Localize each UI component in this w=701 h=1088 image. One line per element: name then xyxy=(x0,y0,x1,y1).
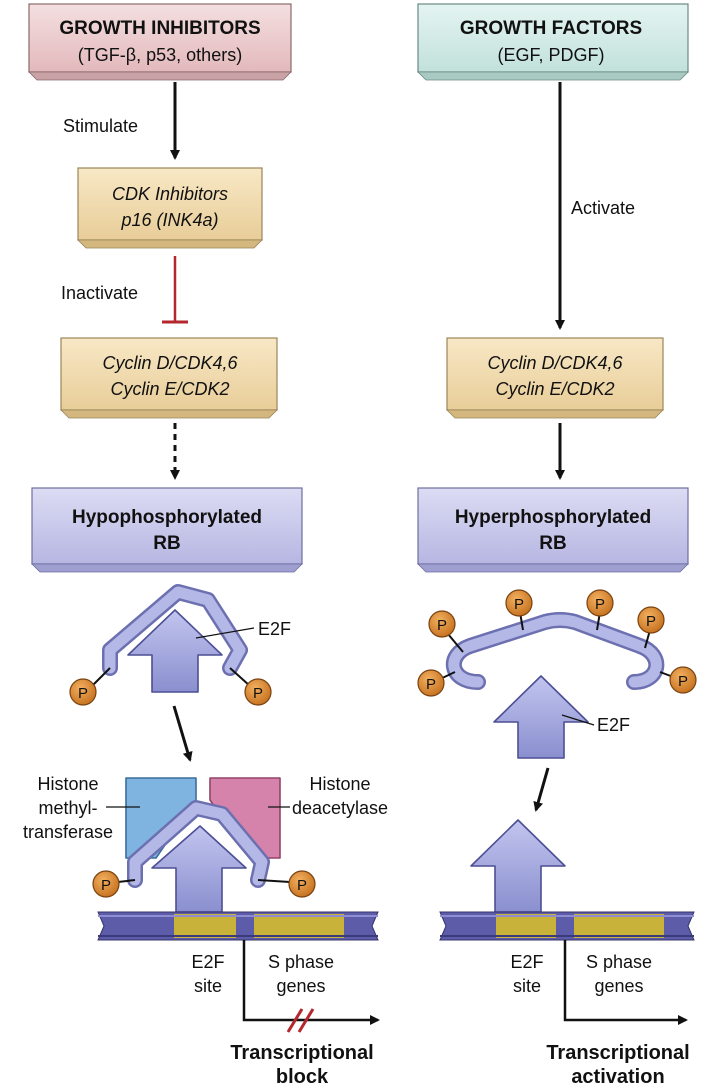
histone-methyl-line1: Histone xyxy=(37,774,98,794)
e2f-label-left: E2F xyxy=(258,619,291,639)
inactivate-label: Inactivate xyxy=(61,283,138,303)
left-cyclin-box: Cyclin D/CDK4,6 Cyclin E/CDK2 xyxy=(60,337,278,419)
activate-label: Activate xyxy=(571,198,635,218)
phosphate-icon xyxy=(92,870,120,898)
transcriptional-activation-line1: Transcriptional xyxy=(546,1042,689,1064)
right-cyclin-line2: Cyclin E/CDK2 xyxy=(495,379,614,399)
e2f-label-right: E2F xyxy=(597,715,630,735)
growth-factors-title: GROWTH FACTORS xyxy=(460,18,642,39)
dna-strand-left xyxy=(97,911,379,941)
svg-text:P: P xyxy=(78,685,88,702)
dna-strand-right xyxy=(439,911,695,941)
phosphate-icon xyxy=(288,870,316,898)
right-s-phase-line2: genes xyxy=(594,976,643,996)
phosphate-icon xyxy=(417,669,445,697)
phosphate-icon xyxy=(428,610,456,638)
e2f-protein-free xyxy=(493,675,589,759)
hypophosphorylated-rb-line1: Hypophosphorylated xyxy=(72,507,262,528)
left-cyclin-line2: Cyclin E/CDK2 xyxy=(110,379,229,399)
phosphate-icon xyxy=(244,678,272,706)
rb-e2f-complex-left: P P E2F xyxy=(69,584,291,706)
right-e2f-site-line2: site xyxy=(513,976,541,996)
svg-text:P: P xyxy=(437,617,447,634)
cdk-inhibitors-line1: CDK Inhibitors xyxy=(112,184,228,204)
e2f-protein-left xyxy=(127,609,223,693)
growth-factors-subtitle: (EGF, PDGF) xyxy=(498,45,605,65)
left-cyclin-line1: Cyclin D/CDK4,6 xyxy=(102,353,238,373)
transcriptional-block-line1: Transcriptional xyxy=(230,1042,373,1064)
hyperphosphorylated-rb-box: Hyperphosphorylated RB xyxy=(417,487,689,573)
right-e2f-site-line1: E2F xyxy=(510,952,543,972)
stimulate-label: Stimulate xyxy=(63,116,138,136)
transcriptional-block-line2: block xyxy=(276,1066,329,1088)
phosphate-icon xyxy=(586,589,614,617)
e2f-protein-on-dna xyxy=(470,819,566,913)
right-cyclin-line1: Cyclin D/CDK4,6 xyxy=(487,353,623,373)
phosphate-icon xyxy=(637,606,665,634)
phosphate-icon xyxy=(69,678,97,706)
rb-tube-right: P P P P P P xyxy=(417,589,697,697)
hyperphosphorylated-rb-line2: RB xyxy=(539,533,566,554)
growth-inhibitors-subtitle: (TGF-β, p53, others) xyxy=(78,45,242,65)
histone-methyl-line3: transferase xyxy=(23,822,113,842)
histone-deacetylase-line1: Histone xyxy=(309,774,370,794)
left-e2f-site-line1: E2F xyxy=(191,952,224,972)
growth-factors-box: GROWTH FACTORS (EGF, PDGF) xyxy=(417,3,689,81)
svg-text:P: P xyxy=(101,877,111,894)
left-transcription-arrow xyxy=(242,940,380,1025)
hyperphosphorylated-rb-line1: Hyperphosphorylated xyxy=(455,507,651,528)
growth-inhibitors-title: GROWTH INHIBITORS xyxy=(59,18,260,39)
svg-text:P: P xyxy=(297,877,307,894)
left-down-arrow xyxy=(172,705,193,762)
transcriptional-activation-line2: activation xyxy=(571,1066,664,1088)
left-s-phase-line1: S phase xyxy=(268,952,334,972)
hypophosphorylated-rb-line2: RB xyxy=(153,533,180,554)
svg-text:P: P xyxy=(678,673,688,690)
cdk-inhibitors-box: CDK Inhibitors p16 (INK4a) xyxy=(77,167,263,249)
left-e2f-site-line2: site xyxy=(194,976,222,996)
svg-text:P: P xyxy=(253,685,263,702)
right-transcription-arrow xyxy=(563,940,688,1025)
svg-text:P: P xyxy=(646,613,656,630)
right-cyclin-box: Cyclin D/CDK4,6 Cyclin E/CDK2 xyxy=(446,337,664,419)
svg-text:P: P xyxy=(426,676,436,693)
cdk-inhibitors-line2: p16 (INK4a) xyxy=(120,210,218,230)
right-s-phase-line1: S phase xyxy=(586,952,652,972)
hypophosphorylated-rb-box: Hypophosphorylated RB xyxy=(31,487,303,573)
block-mark xyxy=(286,1008,304,1033)
histone-deacetylase-line2: deacetylase xyxy=(292,798,388,818)
phosphate-icon xyxy=(505,589,533,617)
left-s-phase-line2: genes xyxy=(276,976,325,996)
growth-inhibitors-box: GROWTH INHIBITORS (TGF-β, p53, others) xyxy=(28,3,292,81)
right-down-arrow xyxy=(533,767,550,812)
phosphate-icon xyxy=(669,666,697,694)
svg-text:P: P xyxy=(595,596,605,613)
block-mark xyxy=(297,1008,315,1033)
svg-text:P: P xyxy=(514,596,524,613)
histone-methyl-line2: methyl- xyxy=(38,798,97,818)
rb-e2f-on-dna-left: P P xyxy=(92,800,316,913)
